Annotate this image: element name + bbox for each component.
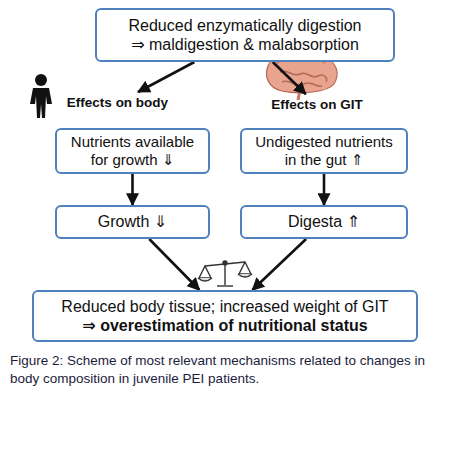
node-text: Effects on GIT	[271, 97, 363, 113]
flow-arrow	[323, 174, 326, 205]
node-text: Effects on body	[67, 95, 168, 111]
result-box: Reduced body tissue; increased weight of…	[32, 290, 418, 342]
node-text: ⇒ overestimation of nutritional status	[82, 316, 367, 335]
node-text: ⇒ maldigestion & malabsorption	[131, 35, 359, 54]
person-icon	[30, 74, 52, 118]
balance-icon	[198, 261, 252, 286]
node-text: Reduced body tissue; increased weight of…	[61, 297, 388, 316]
flow-arrow	[273, 62, 306, 94]
flow-arrow	[131, 174, 134, 205]
process-box: Growth ⇓	[55, 205, 210, 239]
node-text: Reduced enzymatically digestion	[128, 16, 361, 35]
branch-label: Effects on body	[60, 92, 175, 114]
flow-arrow	[149, 239, 199, 290]
branch-label: Effects on GIT	[262, 94, 372, 116]
node-text: Growth ⇓	[98, 212, 167, 231]
process-box: Reduced enzymatically digestion⇒ maldige…	[95, 8, 395, 62]
flow-arrow	[252, 239, 306, 290]
process-box: Digesta ⇑	[240, 205, 408, 239]
figure-caption: Figure 2: Scheme of most relevant mechan…	[10, 352, 442, 388]
flow-arrow	[138, 62, 194, 92]
node-text: Nutrients available for growth ⇓	[63, 133, 202, 169]
node-text: Undigested nutrients in the gut ⇑	[248, 133, 400, 169]
node-text: Digesta ⇑	[288, 212, 360, 231]
process-box: Nutrients available for growth ⇓	[55, 128, 210, 174]
process-box: Undigested nutrients in the gut ⇑	[240, 128, 408, 174]
